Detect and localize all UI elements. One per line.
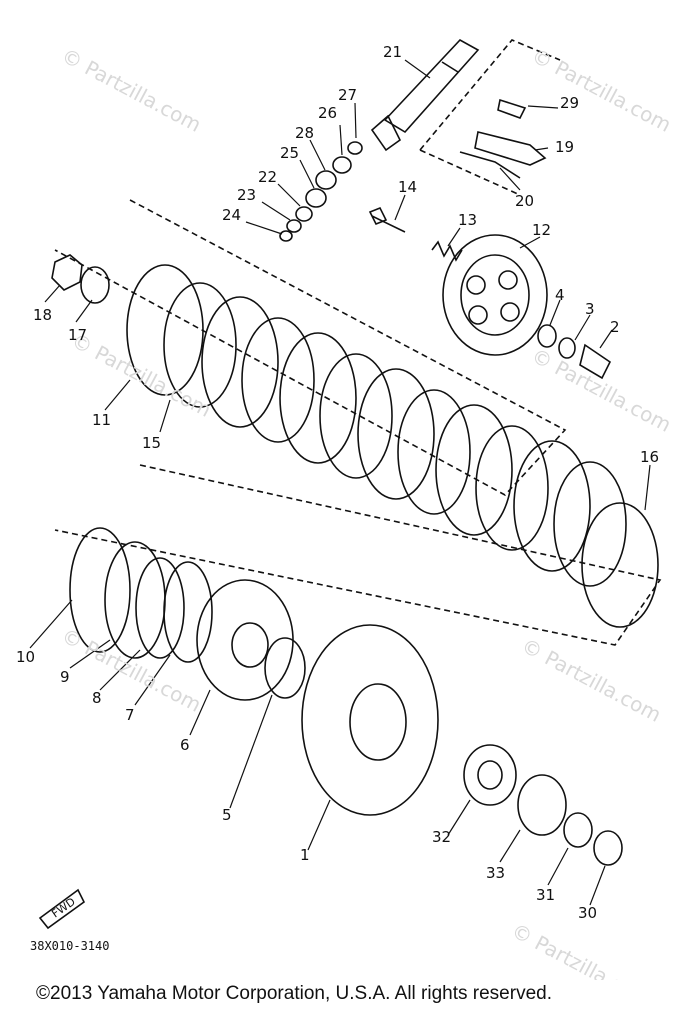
label-part-28: 28 (295, 124, 314, 142)
label-part-8: 8 (92, 689, 102, 707)
part-number-labels: 1 2 3 4 5 6 7 8 9 10 11 12 13 14 15 16 1… (16, 43, 659, 922)
label-part-23: 23 (237, 186, 256, 204)
bearing-32 (463, 744, 517, 806)
svg-text:© Partzilla.com: © Partzilla.com (518, 633, 666, 727)
hub-group-box (54, 464, 662, 646)
clutch-exploded-diagram: © Partzilla.com © Partzilla.com © Partzi… (16, 38, 676, 980)
fwd-arrow-icon (38, 888, 86, 930)
label-part-29: 29 (560, 94, 579, 112)
svg-text:© Partzilla.com: © Partzilla.com (528, 43, 676, 137)
label-part-6: 6 (180, 736, 190, 754)
ring-8 (135, 557, 185, 659)
label-part-14: 14 (398, 178, 417, 196)
part-23 (286, 219, 302, 233)
label-part-15: 15 (142, 434, 161, 452)
label-part-13: 13 (458, 211, 477, 229)
wire-ring-10 (69, 527, 131, 653)
label-part-27: 27 (338, 86, 357, 104)
label-part-9: 9 (60, 668, 70, 686)
part-27 (347, 141, 363, 155)
label-part-7: 7 (125, 706, 135, 724)
label-part-25: 25 (280, 144, 299, 162)
bolt-2 (579, 343, 612, 380)
label-part-10: 10 (16, 648, 35, 666)
clutch-plate-15 (163, 282, 237, 408)
clutch-plates-group-box (54, 199, 567, 497)
part-25 (305, 188, 327, 208)
label-part-17: 17 (68, 326, 87, 344)
svg-text:© Partzilla.com: © Partzilla.com (58, 623, 206, 717)
label-part-11: 11 (92, 411, 111, 429)
part-28 (315, 170, 337, 190)
label-part-18: 18 (33, 306, 52, 324)
label-part-20: 20 (515, 192, 534, 210)
part-24 (279, 230, 293, 242)
label-part-33: 33 (486, 864, 505, 882)
friction-plate-16 (581, 502, 659, 628)
label-part-2: 2 (610, 318, 620, 336)
pressure-plate-12 (442, 234, 548, 356)
label-part-30: 30 (578, 904, 597, 922)
needle-bearing-33 (517, 774, 567, 836)
nut-18 (51, 254, 83, 291)
friction-plate-11 (126, 264, 204, 396)
lever-group-box (419, 39, 561, 196)
washer-4 (537, 324, 557, 348)
copyright-notice: ©2013 Yamaha Motor Corporation, U.S.A. A… (36, 983, 552, 1004)
ring-7 (163, 561, 213, 663)
label-part-24: 24 (222, 206, 241, 224)
spacer-31 (563, 812, 593, 848)
bolt-14 (368, 206, 406, 233)
label-part-21: 21 (383, 43, 402, 61)
label-part-31: 31 (536, 886, 555, 904)
thrust-plate-5 (264, 637, 306, 699)
spring-20 (459, 151, 521, 179)
part-22 (295, 206, 313, 222)
label-part-32: 32 (432, 828, 451, 846)
spring-13 (431, 240, 463, 262)
bearing-3 (558, 337, 576, 359)
label-part-22: 22 (258, 168, 277, 186)
watermarks: © Partzilla.com © Partzilla.com © Partzi… (58, 43, 676, 980)
label-part-3: 3 (585, 300, 595, 318)
primary-driven-gear-1 (301, 624, 439, 816)
part-29 (497, 98, 527, 119)
svg-text:© Partzilla.com: © Partzilla.com (508, 918, 656, 980)
washer-30 (593, 830, 623, 866)
lever-19 (474, 131, 547, 166)
svg-text:© Partzilla.com: © Partzilla.com (58, 43, 206, 137)
washer-17 (80, 266, 110, 304)
part-26 (332, 156, 352, 174)
label-part-5: 5 (222, 806, 232, 824)
label-part-16: 16 (640, 448, 659, 466)
diagram-code: 38X010-3140 (30, 939, 109, 953)
label-part-19: 19 (555, 138, 574, 156)
label-part-26: 26 (318, 104, 337, 122)
label-part-4: 4 (555, 286, 565, 304)
push-rod-21 (370, 38, 480, 152)
label-part-12: 12 (532, 221, 551, 239)
label-part-1: 1 (300, 846, 310, 864)
